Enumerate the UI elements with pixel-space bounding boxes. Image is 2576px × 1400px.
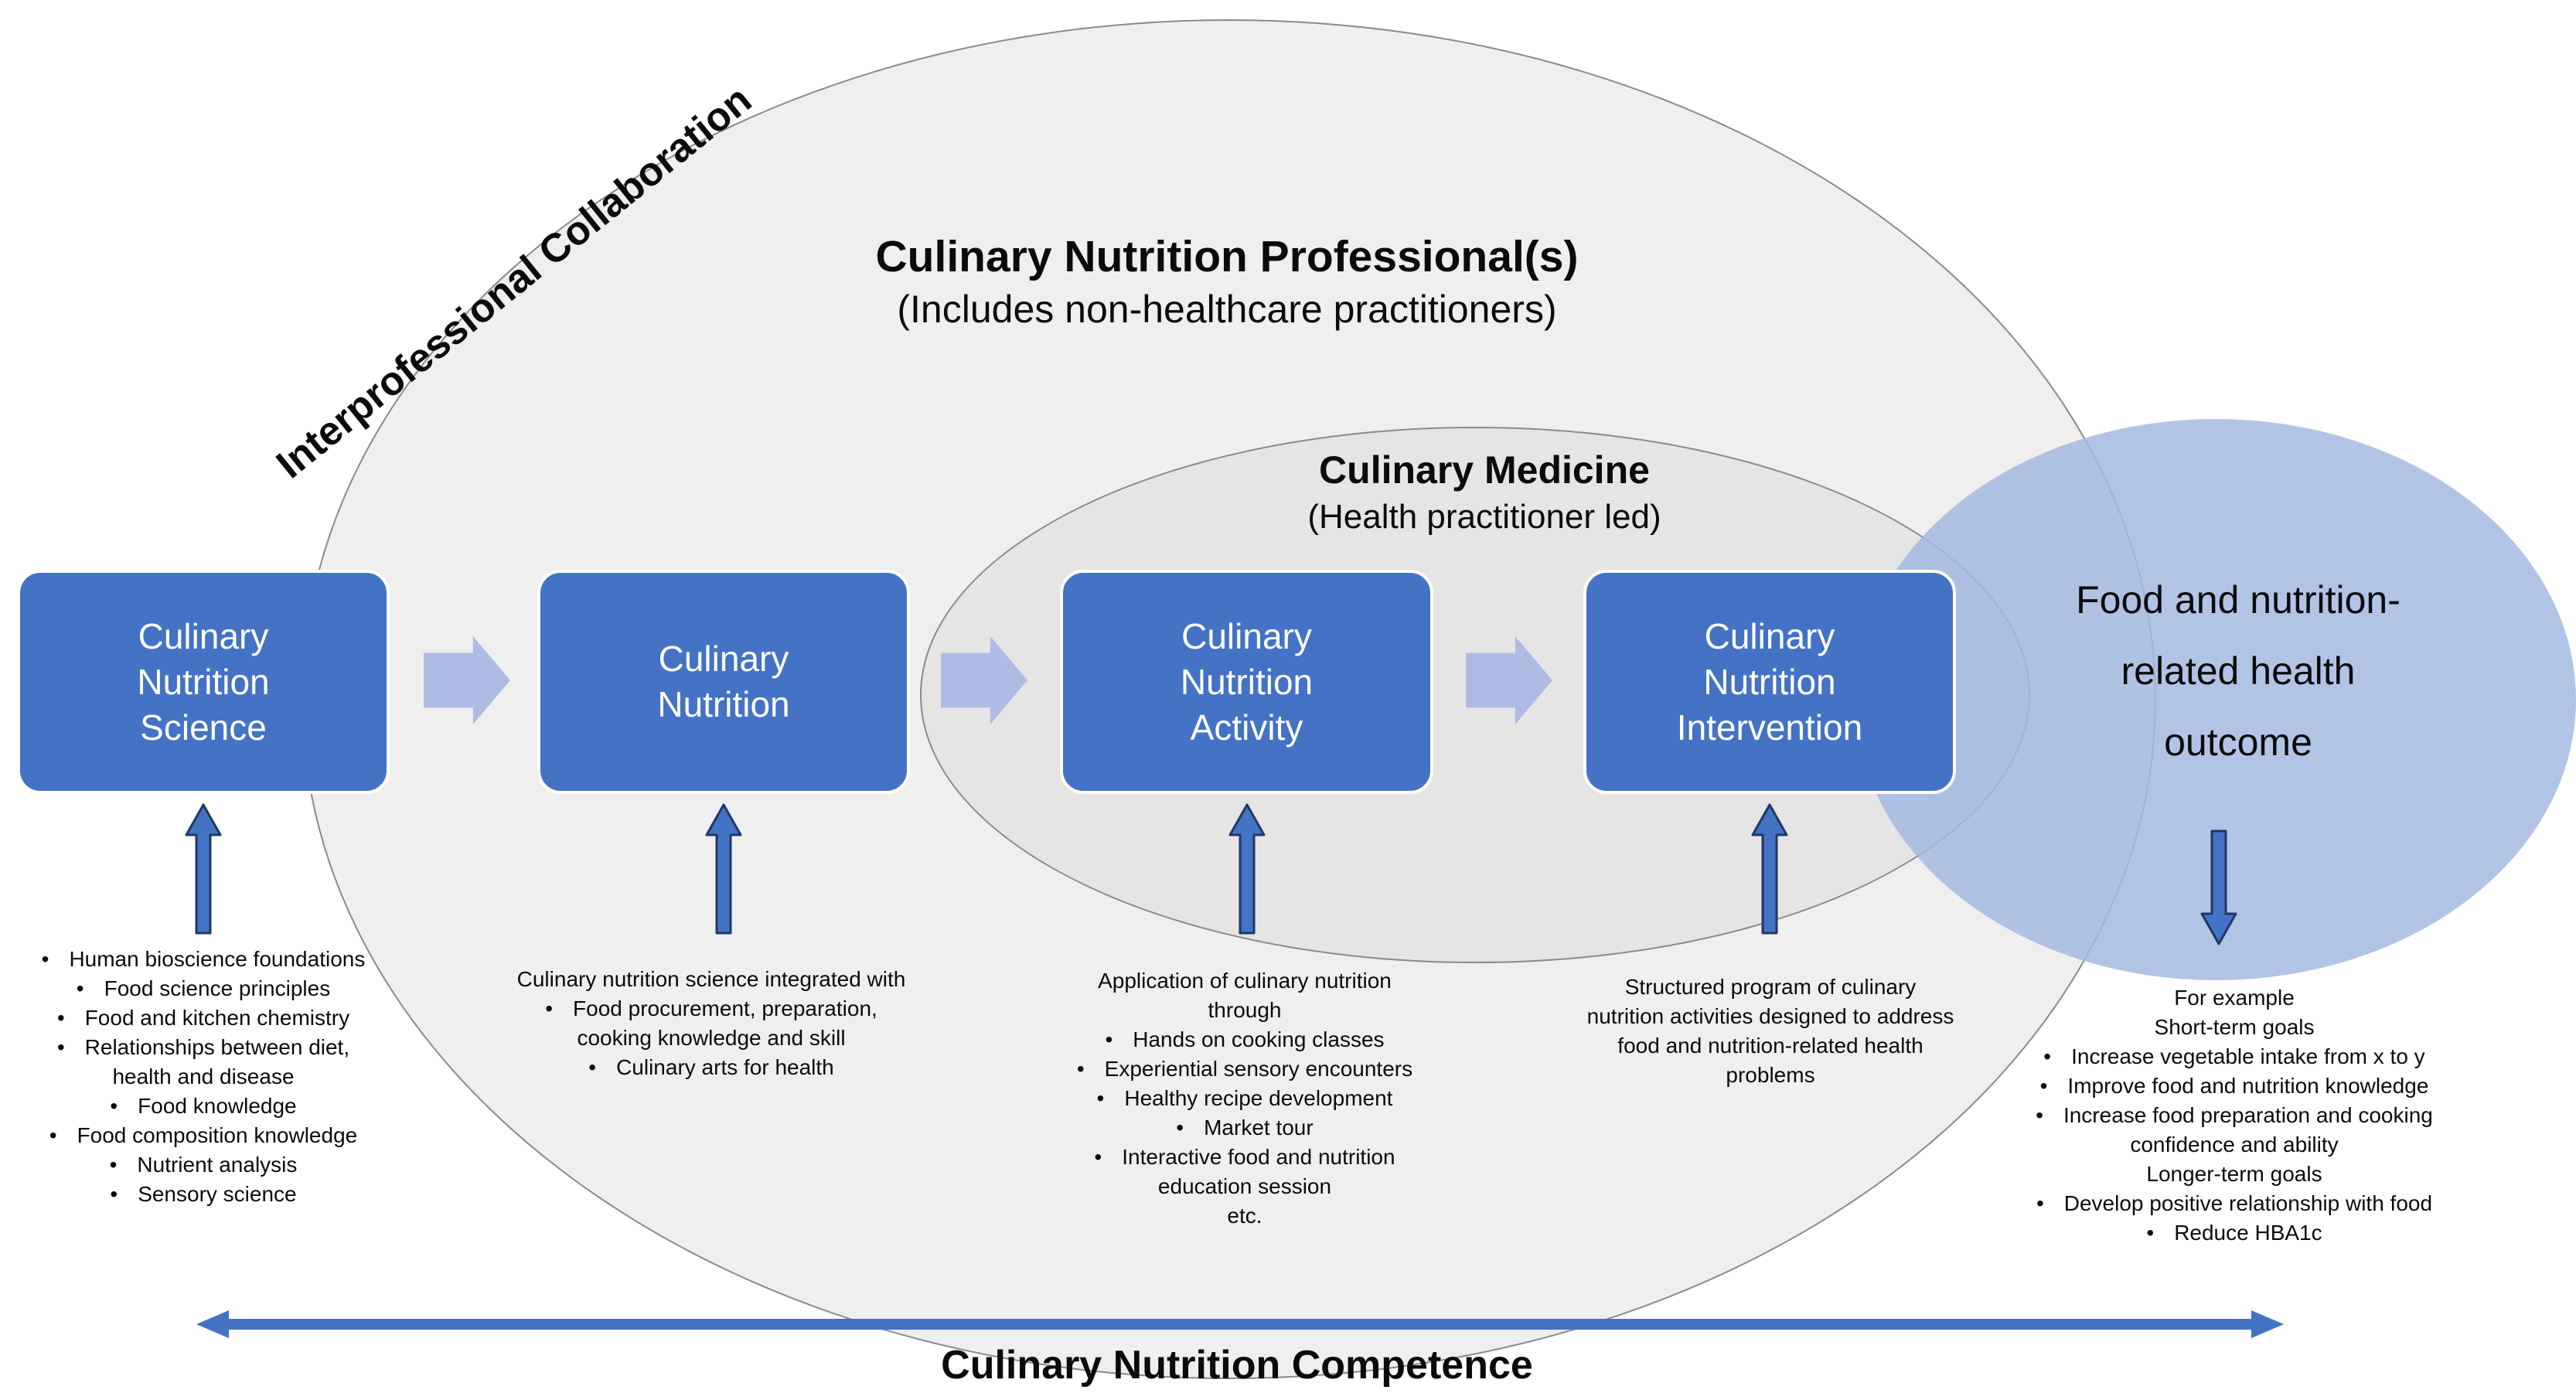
flow-box-culinary-nutrition-science: Culinary Nutrition Science — [17, 570, 390, 794]
note-line: health and disease — [112, 1064, 295, 1088]
note-line: Application of culinary nutrition — [1098, 969, 1392, 993]
note-list-intervention: Structured program of culinary nutrition… — [1531, 973, 2010, 1090]
note-line: through — [1208, 998, 1282, 1022]
bullet-icon: • — [2036, 1191, 2044, 1215]
culinary-medicine-title: Culinary Medicine — [1319, 448, 1650, 492]
note-line: cooking knowledge and skill — [577, 1026, 846, 1050]
bullet-icon: • — [56, 1006, 65, 1030]
bullet-icon: • — [2036, 1103, 2043, 1127]
arrow-left-head-icon — [196, 1310, 229, 1338]
note-line: Culinary nutrition science integrated wi… — [516, 967, 906, 991]
note-line: •Relationships between diet, — [10, 1033, 397, 1062]
note-line: •Increase food preparation and cooking — [1983, 1101, 2486, 1130]
note-line: problems — [1726, 1063, 1815, 1087]
bullet-icon: • — [1096, 1086, 1105, 1110]
note-line: Short-term goals — [2154, 1015, 2315, 1039]
note-line: •Interactive food and nutrition — [1028, 1143, 1461, 1172]
note-line: Longer-term goals — [2146, 1162, 2322, 1186]
bullet-icon: • — [109, 1153, 118, 1177]
professional-title: Culinary Nutrition Professional(s) — [875, 232, 1579, 281]
bullet-icon: • — [1076, 1057, 1085, 1081]
note-line: •Human bioscience foundations — [10, 945, 397, 974]
note-line: •Reduce HBA1c — [1983, 1218, 2486, 1248]
note-list-activity: Application of culinary nutrition throug… — [1028, 966, 1461, 1231]
note-line: •Food knowledge — [10, 1092, 397, 1121]
note-line: •Improve food and nutrition knowledge — [1983, 1071, 2486, 1101]
note-line: •Food composition knowledge — [10, 1121, 397, 1150]
culinary-medicine-heading: Culinary Medicine (Health practitioner l… — [1098, 445, 1871, 540]
bullet-icon: • — [1105, 1027, 1113, 1051]
bullet-icon: • — [2146, 1221, 2155, 1245]
up-arrow-icon — [705, 803, 742, 935]
arrow-right-head-icon — [2251, 1310, 2284, 1338]
flow-box-culinary-nutrition: Culinary Nutrition — [537, 570, 910, 794]
competence-double-arrow — [224, 1319, 2256, 1330]
up-arrow-icon — [1228, 803, 1266, 935]
note-line: •Develop positive relationship with food — [1983, 1189, 2486, 1218]
note-list-science: •Human bioscience foundations •Food scie… — [10, 945, 397, 1209]
flow-box-culinary-nutrition-activity: Culinary Nutrition Activity — [1060, 570, 1433, 794]
note-line: nutrition activities designed to address — [1586, 1004, 1954, 1028]
note-line: Structured program of culinary — [1624, 975, 1917, 999]
up-arrow-icon — [185, 803, 222, 935]
flow-box-label: Culinary Nutrition Activity — [1180, 615, 1314, 748]
note-line: •Nutrient analysis — [10, 1150, 397, 1180]
up-arrow-icon — [1751, 803, 1788, 935]
note-line: For example — [2174, 986, 2295, 1010]
bullet-icon: • — [588, 1055, 597, 1079]
note-line: •Hands on cooking classes — [1028, 1025, 1461, 1054]
flow-box-label: Culinary Nutrition Science — [137, 615, 270, 748]
note-line: •Market tour — [1028, 1113, 1461, 1143]
culinary-medicine-subtitle: (Health practitioner led) — [1307, 498, 1661, 536]
note-line: •Experiential sensory encounters — [1028, 1054, 1461, 1084]
note-list-outcome-examples: For example Short-term goals •Increase v… — [1983, 983, 2486, 1248]
note-line: •Culinary arts for health — [487, 1053, 935, 1082]
professional-subtitle: (Includes non-healthcare practitioners) — [897, 288, 1557, 331]
bullet-icon: • — [110, 1094, 118, 1118]
outcome-label: Food and nutrition-related health outcom… — [2076, 578, 2401, 764]
note-line: confidence and ability — [2130, 1133, 2339, 1156]
note-line: •Food procurement, preparation, — [487, 994, 935, 1024]
professional-ellipse-heading: Culinary Nutrition Professional(s) (Incl… — [763, 229, 1691, 334]
bullet-icon: • — [56, 1035, 65, 1059]
note-line: •Increase vegetable intake from x to y — [1983, 1042, 2486, 1071]
bullet-icon: • — [2043, 1044, 2052, 1068]
bullet-icon: • — [76, 976, 84, 1000]
flow-box-culinary-nutrition-intervention: Culinary Nutrition Intervention — [1583, 570, 1956, 794]
bullet-icon: • — [49, 1123, 57, 1147]
bullet-icon: • — [545, 996, 554, 1020]
competence-label: Culinary Nutrition Competence — [941, 1343, 1533, 1388]
bullet-icon: • — [2039, 1074, 2048, 1098]
bullet-icon: • — [110, 1182, 118, 1206]
down-arrow-icon — [2200, 829, 2237, 945]
note-line: food and nutrition-related health — [1617, 1034, 1923, 1058]
note-line: etc. — [1227, 1204, 1262, 1228]
note-line: •Food science principles — [10, 974, 397, 1003]
note-line: •Sensory science — [10, 1180, 397, 1209]
note-list-culinary-nutrition: Culinary nutrition science integrated wi… — [487, 965, 935, 1082]
bullet-icon: • — [41, 947, 49, 971]
flow-box-label: Culinary Nutrition Intervention — [1676, 615, 1863, 748]
note-line: •Healthy recipe development — [1028, 1084, 1461, 1113]
flow-box-label: Culinary Nutrition — [657, 639, 790, 724]
bullet-icon: • — [1094, 1145, 1102, 1169]
note-line: •Food and kitchen chemistry — [10, 1003, 397, 1033]
bullet-icon: • — [1176, 1116, 1184, 1139]
note-line: education session — [1157, 1174, 1332, 1198]
